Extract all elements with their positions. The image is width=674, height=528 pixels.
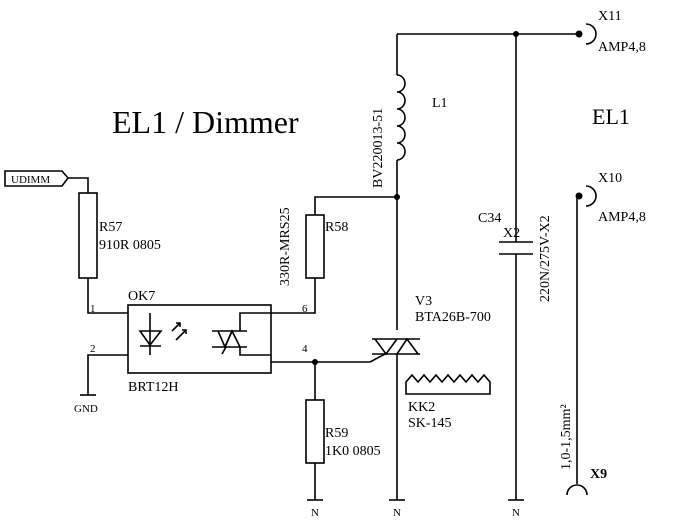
v3-part: BTA26B-700 (415, 310, 491, 325)
resistor-r58 (305, 196, 397, 279)
n-symbol-v3: N (389, 499, 405, 519)
optocoupler-ok7 (127, 304, 272, 374)
udimm-wire (68, 177, 89, 190)
resistor-r59 (305, 399, 325, 500)
x10-ref: X10 (598, 171, 622, 186)
r57-ref: R57 (99, 220, 122, 235)
triac-v3 (369, 337, 420, 500)
r58-ref: R58 (325, 220, 348, 235)
section-label: EL1 (592, 104, 630, 129)
n-symbol-c34: N (508, 499, 524, 519)
udimm-label: UDIMM (11, 174, 50, 186)
c34-class: X2 (503, 226, 520, 241)
n-symbol-r59: N (307, 499, 323, 519)
capacitor-c34 (499, 34, 533, 500)
pin6-wire (271, 278, 316, 314)
heatsink-kk2 (405, 373, 491, 395)
r57-value: 910R 0805 (99, 238, 161, 253)
x9-wire-spec: 1,0-1,5mm² (559, 404, 574, 470)
ok7-pin1-label: 1 (90, 303, 96, 315)
x9-ref: X9 (590, 467, 607, 482)
x11-ref: X11 (598, 9, 622, 24)
connector-x11 (575, 23, 597, 45)
n-label-r59: N (311, 507, 319, 519)
x10-part: AMP4,8 (598, 210, 646, 225)
kk2-ref: KK2 (408, 400, 435, 415)
ok7-pin2-label: 2 (90, 343, 96, 355)
r59-ref: R59 (325, 426, 348, 441)
ok7-part: BRT12H (128, 380, 179, 395)
x11-part: AMP4,8 (598, 40, 646, 55)
l1-ref: L1 (432, 96, 448, 111)
r59-value: 1K0 0805 (325, 444, 381, 459)
connector-x9 (566, 484, 588, 496)
n-label-c34: N (512, 507, 520, 519)
c34-ref: C34 (478, 211, 501, 226)
kk2-part: SK-145 (408, 416, 452, 431)
ok7-pin4-label: 4 (302, 343, 308, 355)
ok7-ref: OK7 (128, 289, 155, 304)
ok7-pin6-label: 6 (302, 303, 308, 315)
r58-value: 330R-MRS25 (278, 207, 293, 286)
c34-value: 220N/275V-X2 (538, 215, 553, 302)
schematic-title: EL1 / Dimmer (112, 104, 299, 140)
n-label-v3: N (393, 507, 401, 519)
l1-part: BV220013-51 (371, 108, 386, 188)
connector-x10 (575, 185, 597, 207)
resistor-r57 (78, 190, 128, 314)
junction-r58 (394, 194, 400, 200)
udimm-input-flag: UDIMM (4, 170, 70, 187)
gnd-wire (87, 354, 128, 395)
gnd-label: GND (74, 403, 98, 415)
v3-ref: V3 (415, 294, 432, 309)
inductor-l1 (396, 74, 406, 161)
